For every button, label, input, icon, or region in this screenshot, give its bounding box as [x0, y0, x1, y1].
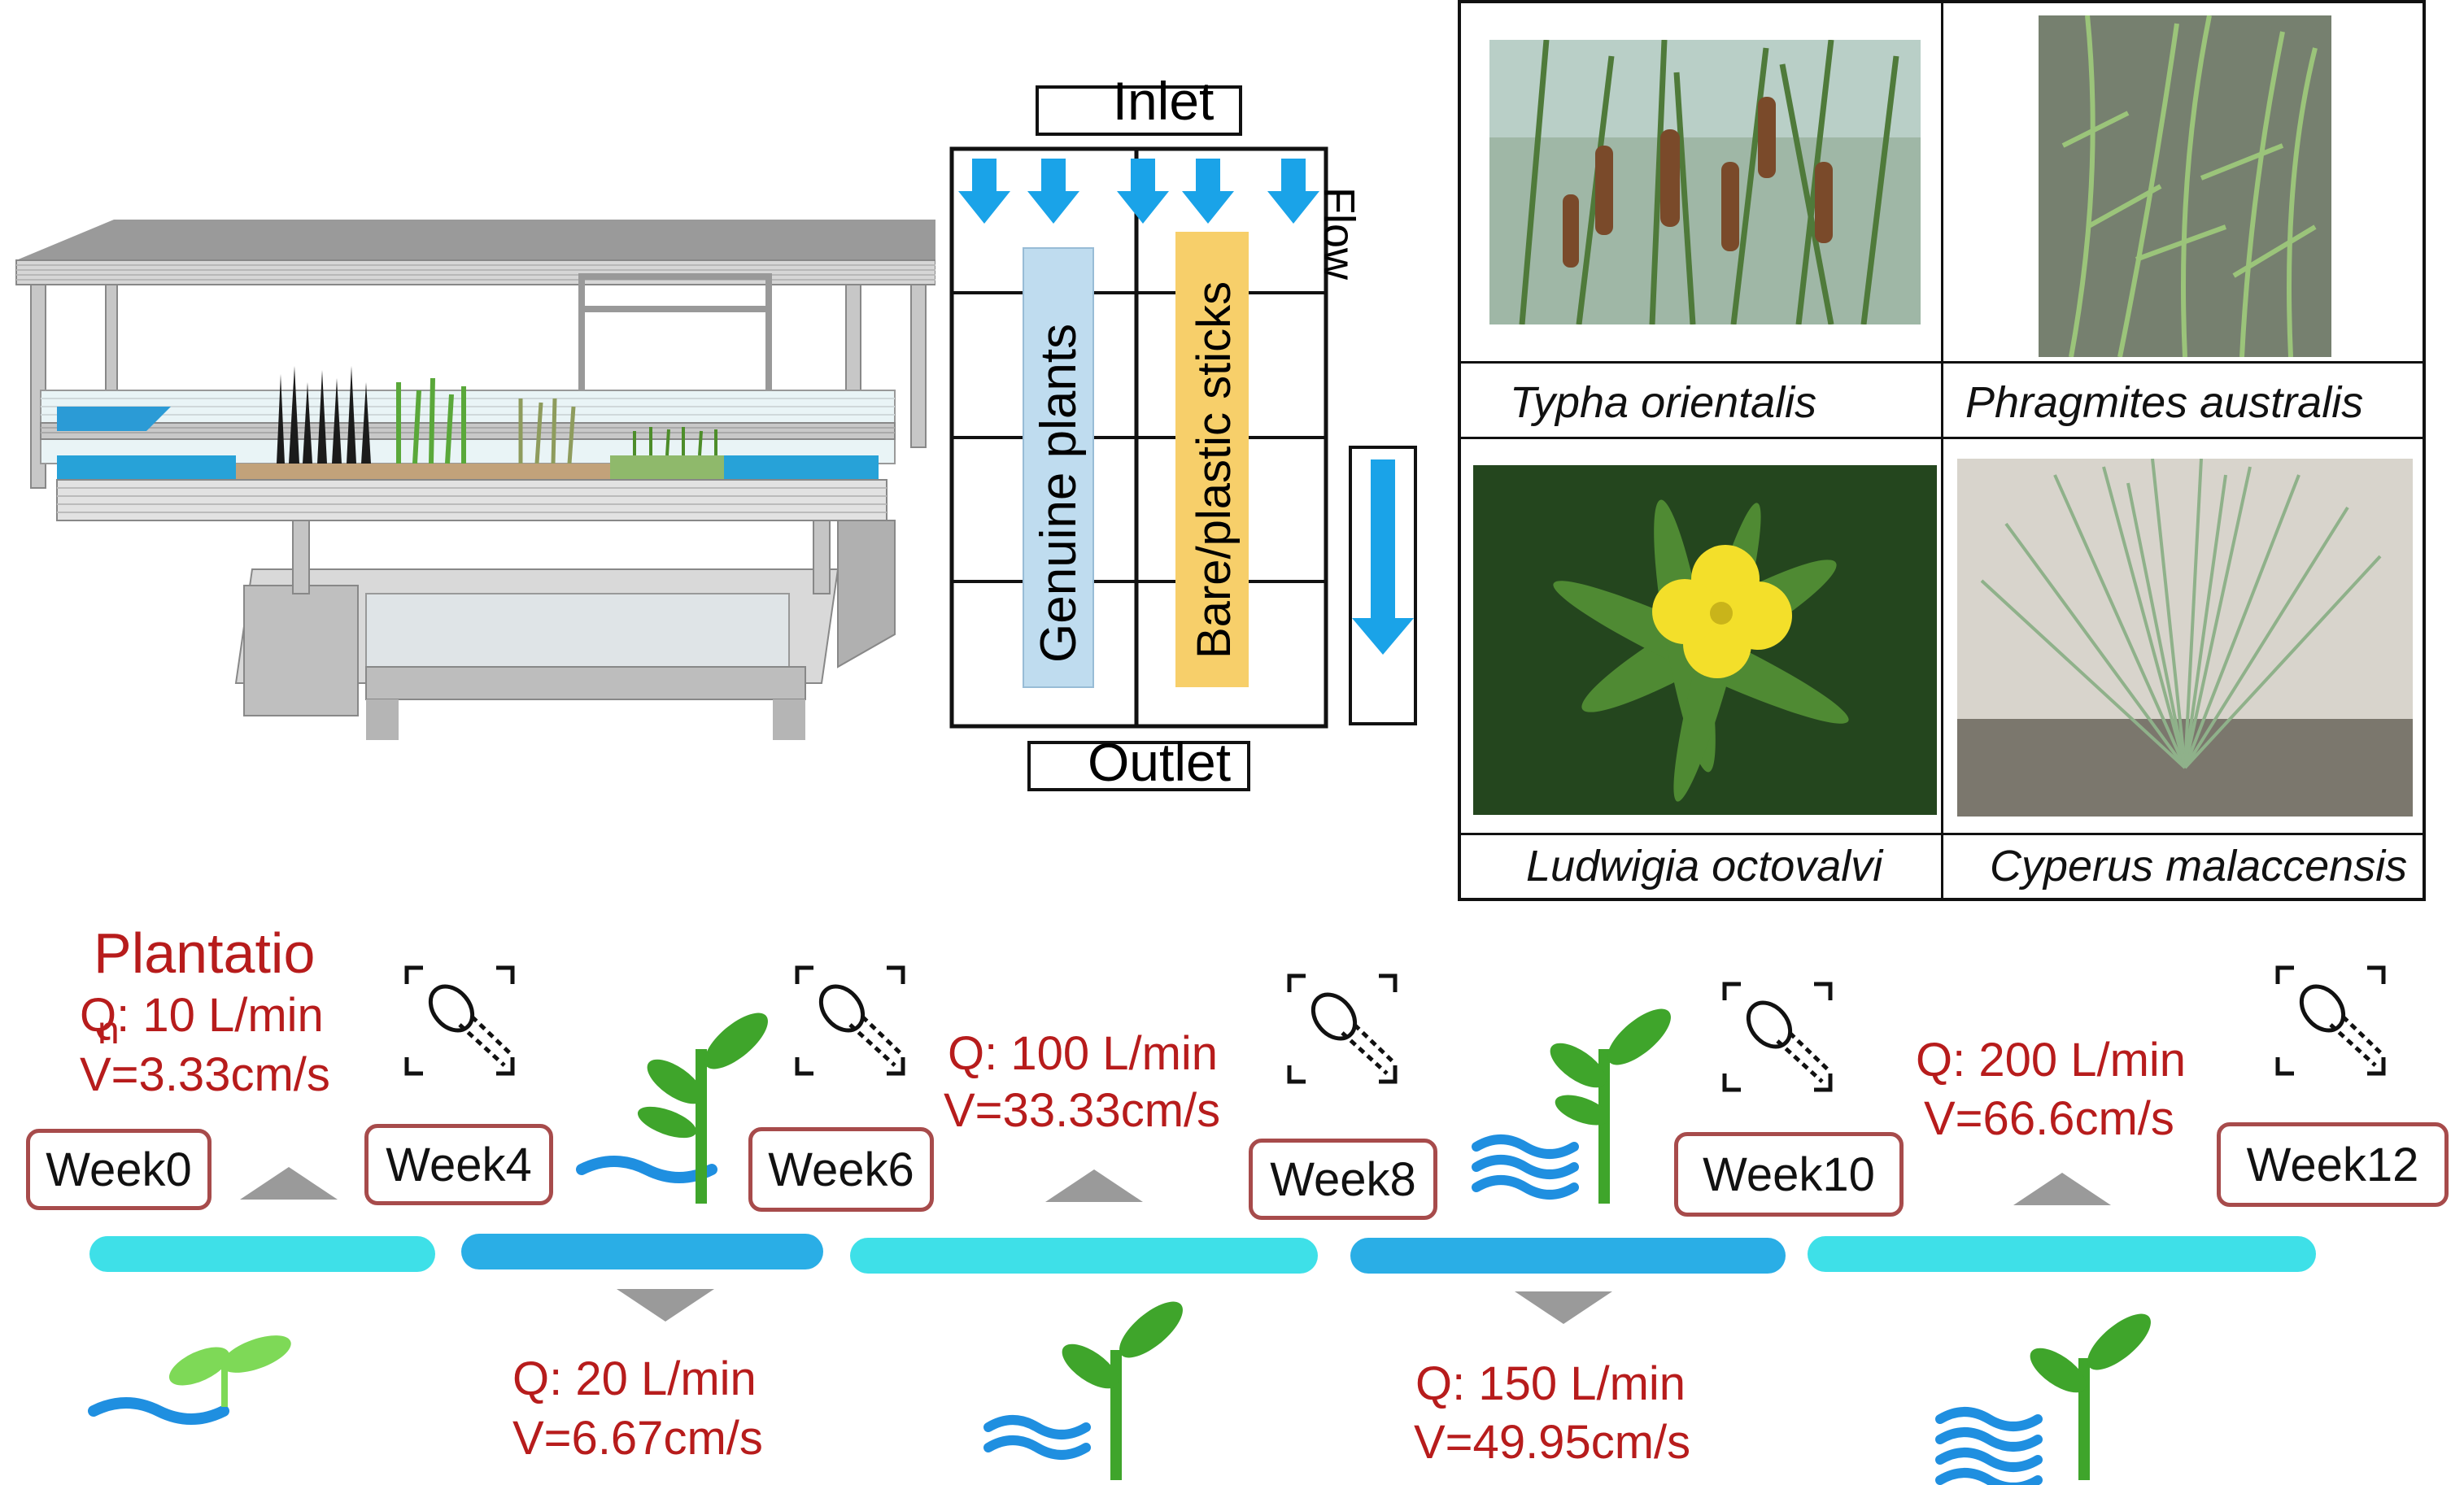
week-box-4: Week4: [364, 1124, 553, 1205]
typha-photo: [1489, 40, 1921, 324]
plant-icon-1: [637, 1012, 768, 1204]
plantation-label: Plantatio: [94, 921, 316, 985]
wave-icon-2: [576, 1156, 717, 1183]
plant-icon-3: [1550, 1008, 1671, 1204]
wave-icon-5: [1935, 1407, 2043, 1485]
flow-label-v666: V=66.6cm/s: [1924, 1092, 2174, 1145]
timeline-bar-4: [1350, 1238, 1786, 1274]
timeline-bar-3: [850, 1238, 1318, 1274]
sensor-icon-2: [795, 965, 905, 1076]
flow-direction-arrow: [1352, 459, 1414, 655]
pointer-down-2: [617, 1289, 714, 1322]
species-name-ludwigia: Ludwigia octovalvi: [1526, 842, 1883, 891]
inlet-label: Inlet: [1113, 77, 1215, 131]
flow-label-v667: V=6.67cm/s: [512, 1412, 763, 1465]
pointer-up-5: [2013, 1173, 2111, 1205]
flow-label-q200: Q: 200 L/min: [1916, 1034, 2187, 1087]
week-box-10: Week10: [1674, 1132, 1904, 1217]
phragmites-photo: [2039, 15, 2331, 357]
pointer-up-3: [1045, 1169, 1143, 1202]
flow-label-q20: Q: 20 L/min: [512, 1352, 757, 1405]
outlet-label: Outlet: [1088, 732, 1231, 792]
inlet-box: [1036, 85, 1242, 136]
flow-label: Flow: [1315, 187, 1363, 281]
species-name-cyperus: Cyperus malaccensis: [1990, 842, 2408, 891]
flow-label-q100: Q: 100 L/min: [948, 1027, 1219, 1080]
species-name-phragmites: Phragmites australis: [1965, 378, 2364, 427]
pointer-down-4: [1515, 1291, 1612, 1324]
week-box-0: Week0: [26, 1129, 212, 1210]
genuine-plants-strip: [1023, 247, 1094, 688]
flow-label-q10: Q: 10 L/min: [80, 989, 324, 1042]
inflow-arrows: [958, 159, 1319, 224]
bare-sticks-label: Bare/plastic sticks: [1188, 281, 1241, 659]
seedling-icon: [168, 1335, 291, 1407]
genuine-plants-label: Genuine plants: [1031, 324, 1087, 663]
week-box-12: Week12: [2217, 1122, 2449, 1207]
timeline-bar-2: [461, 1234, 823, 1269]
week-box-6: Week6: [748, 1127, 934, 1212]
sensor-icon-4: [1722, 982, 1833, 1092]
wave-icon-3: [983, 1415, 1091, 1460]
wave-icon-4: [1472, 1134, 1579, 1200]
flow-label-v4995: V=49.95cm/s: [1414, 1416, 1691, 1469]
timeline-graphics: [88, 965, 2386, 1485]
week-box-8: Week8: [1249, 1139, 1437, 1220]
flow-label-q150: Q: 150 L/min: [1415, 1357, 1686, 1410]
timeline-bar-5: [1808, 1236, 2316, 1272]
sensor-icon-1: [404, 965, 515, 1076]
sensor-icon-5: [2275, 965, 2386, 1076]
ludwigia-photo: [1473, 465, 1937, 815]
species-panel: Typha orientalis Phragmites australis Lu…: [1458, 0, 2426, 901]
flume-roof-edge: [15, 259, 935, 285]
timeline-bar-1: [89, 1236, 435, 1272]
wave-icon-1: [88, 1397, 229, 1425]
flow-label-v3333: V=33.33cm/s: [944, 1084, 1221, 1137]
species-name-typha: Typha orientalis: [1510, 378, 1817, 427]
plantation-label-tail: n: [98, 1009, 120, 1052]
flume-roof: [16, 220, 935, 260]
plant-icon-4: [2030, 1313, 2151, 1480]
bare-sticks-strip: [1175, 232, 1249, 687]
sensor-icon-3: [1287, 973, 1398, 1084]
cyperus-photo: [1957, 459, 2413, 817]
pointer-up-1: [240, 1167, 338, 1200]
flume-plan-view: Inlet Genuine plants Bare/plastic sticks…: [949, 77, 1417, 792]
outlet-box: [1027, 741, 1250, 791]
plant-icon-2: [1062, 1301, 1183, 1480]
flume-3d-model: [15, 220, 935, 740]
flow-label-v333: V=3.33cm/s: [80, 1048, 330, 1101]
